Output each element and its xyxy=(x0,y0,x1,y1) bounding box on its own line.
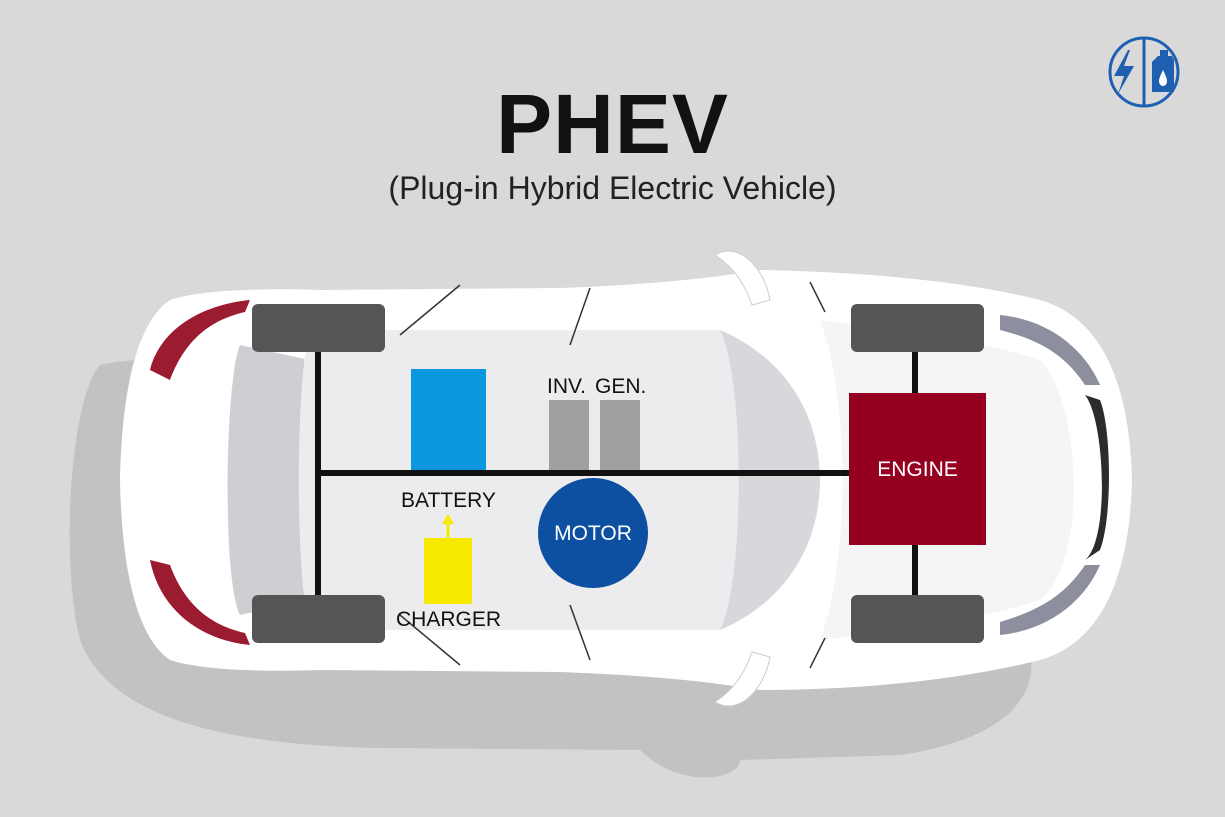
fuel-can-icon xyxy=(1152,50,1174,92)
headlight-top xyxy=(1000,315,1100,385)
engine-block xyxy=(849,393,986,545)
page-subtitle: (Plug-in Hybrid Electric Vehicle) xyxy=(388,170,837,206)
roof xyxy=(298,330,739,630)
charger-block xyxy=(424,538,472,604)
motor-circle xyxy=(538,478,648,588)
page-title: PHEV xyxy=(496,77,729,171)
inverter-label: INV. xyxy=(547,375,586,398)
rear-window xyxy=(227,345,310,615)
headlight-bottom xyxy=(1000,565,1100,635)
grille xyxy=(1085,395,1109,560)
tail-light-bottom xyxy=(150,560,250,645)
engine-label: ENGINE xyxy=(877,458,958,481)
wheel-rear-bottom xyxy=(252,595,385,643)
generator-label: GEN. xyxy=(595,375,647,398)
generator-block xyxy=(600,400,640,470)
phev-logo xyxy=(1108,36,1180,108)
wheel-front-top xyxy=(851,304,984,352)
charge-arrow-head xyxy=(442,514,454,524)
lightning-bolt-icon xyxy=(1114,50,1134,94)
battery-block xyxy=(411,369,486,470)
charger-label: CHARGER xyxy=(396,608,502,631)
wheel-rear-top xyxy=(252,304,385,352)
door-seams xyxy=(399,281,826,669)
tail-light-top xyxy=(150,300,250,380)
motor-label: MOTOR xyxy=(554,522,632,545)
mirror-top xyxy=(714,250,771,306)
inverter-block xyxy=(549,400,589,470)
battery-label: BATTERY xyxy=(401,489,496,512)
wheel-front-bottom xyxy=(851,595,984,643)
mirror-bottom xyxy=(714,651,771,707)
